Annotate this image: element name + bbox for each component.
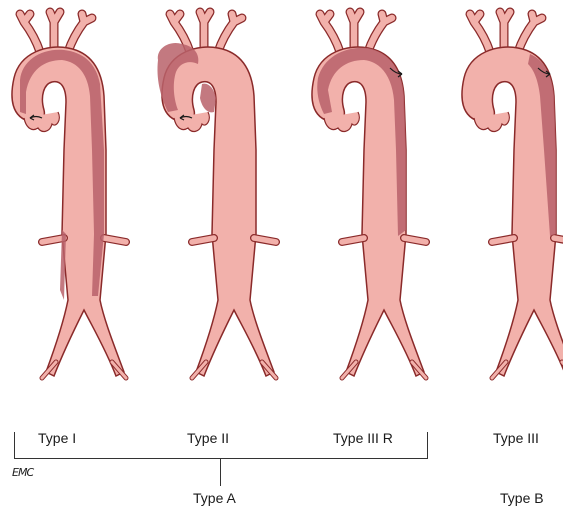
aorta-panel-type-3 — [462, 12, 563, 378]
aorta-panel-type-1 — [12, 12, 126, 378]
type-a-bracket — [14, 432, 428, 459]
label-type-3: Type III — [493, 430, 539, 446]
emc-logo: EMC — [12, 466, 33, 479]
type-a-stem — [220, 458, 221, 486]
aorta-panel-type-3r — [312, 12, 426, 378]
aorta-panel-type-2 — [157, 12, 276, 378]
group-label-type-a: Type A — [193, 490, 236, 506]
group-label-type-b: Type B — [500, 490, 544, 506]
aorta-illustrations — [0, 0, 563, 420]
